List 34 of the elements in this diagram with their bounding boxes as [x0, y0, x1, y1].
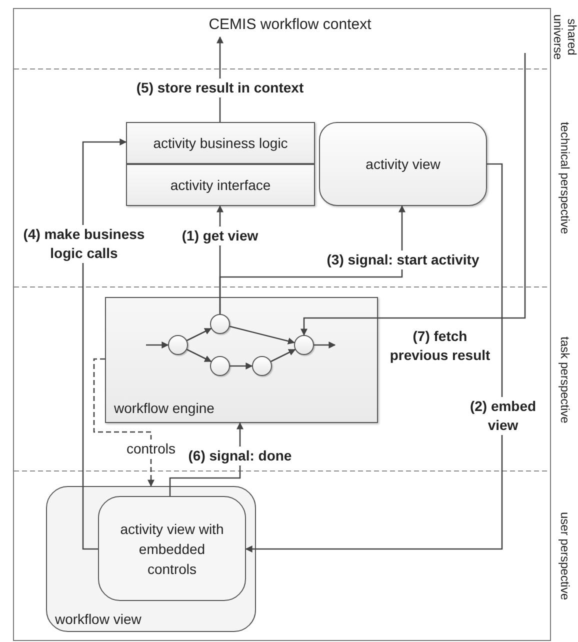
arrow — [300, 53, 526, 336]
view-box — [98, 496, 246, 601]
arrow — [314, 342, 336, 348]
box-label: activity interface — [170, 176, 271, 195]
arrow — [219, 205, 406, 314]
lane-label: technical perspective — [558, 120, 572, 236]
lane-label: task perspective — [558, 336, 572, 426]
lane-label: user perspective — [558, 510, 572, 602]
edge-label: (6) signal: done — [186, 446, 294, 466]
box-label: workflow view — [55, 610, 142, 629]
arrow — [230, 362, 253, 370]
edge-label: (1) get view — [180, 226, 260, 246]
arrow — [186, 328, 212, 342]
arrow — [270, 348, 296, 362]
box-label: activity view — [366, 155, 440, 174]
component-box — [126, 164, 315, 206]
context-title: CEMIS workflow context — [185, 13, 395, 37]
arrow — [93, 358, 154, 487]
edge-label: (5) store result in context — [134, 78, 306, 98]
arrow — [82, 138, 127, 550]
box-label: workflow engine — [114, 399, 214, 418]
arrow — [146, 342, 169, 348]
component-box — [126, 122, 315, 164]
arrow — [230, 326, 295, 344]
lane-label: shared universe — [551, 13, 578, 62]
edge-label: controls — [124, 440, 178, 458]
edge-label: (3) signal: start activity — [324, 250, 482, 270]
box-label: activity view with embedded controls — [119, 520, 225, 578]
arrow — [245, 163, 503, 552]
arrow — [186, 348, 212, 362]
view-box — [319, 122, 487, 206]
view-container — [46, 486, 256, 632]
engine-panel — [105, 297, 378, 423]
box-label: activity business logic — [153, 134, 288, 153]
